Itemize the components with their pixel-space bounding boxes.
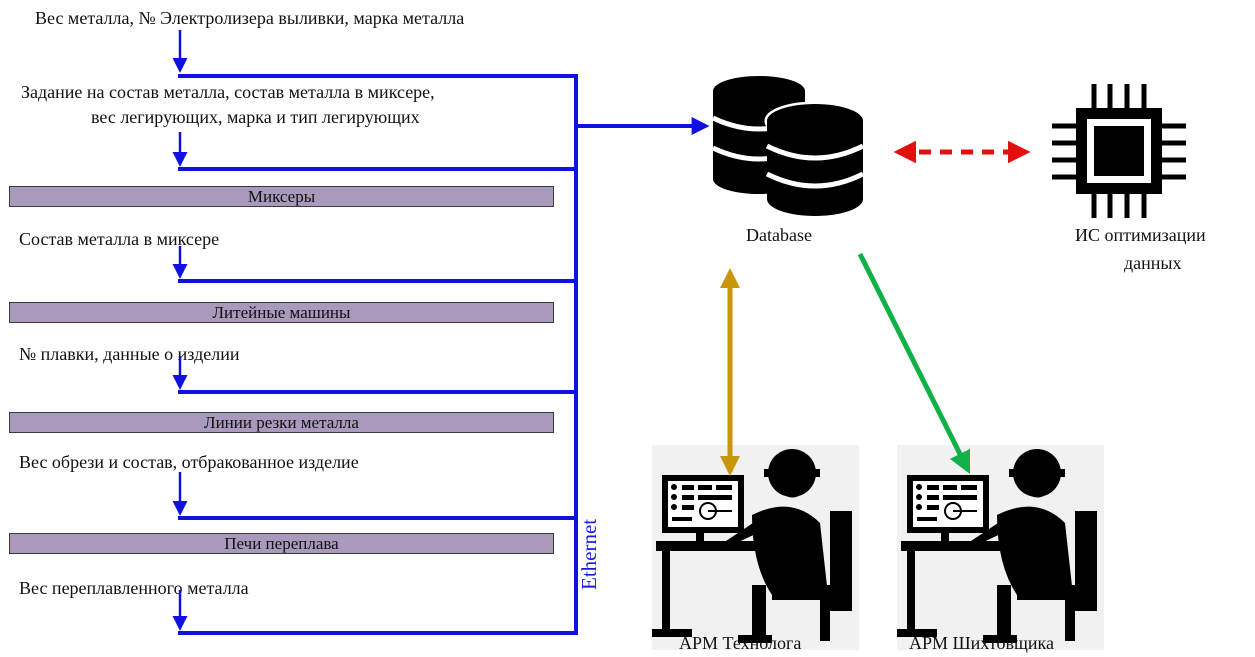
spec-label-line2: вес легирующих, марка и тип легирующих [91, 107, 420, 127]
section-bar-cutting: Линии резки металла [9, 412, 554, 433]
database-charger-arrow [857, 252, 971, 475]
database-icon [711, 76, 866, 216]
arm-charger-label: АРМ Шихтовщика [909, 633, 1054, 653]
spec-label-line1: Задание на состав металла, состав металл… [21, 82, 435, 102]
section-note-remelt: Вес переплавленного металла [19, 578, 249, 598]
operator-workstation-icon-2 [897, 445, 1104, 650]
section-note-cutting: Вес обрези и состав, отбракованное издел… [19, 452, 359, 472]
optimizer-label-line2: данных [1124, 253, 1182, 273]
section-note-casting: № плавки, данные о изделии [19, 344, 240, 364]
section-note-mixers: Состав металла в миксере [19, 229, 220, 249]
ethernet-bus [178, 74, 578, 635]
section-bar-casting: Литейные машины [9, 302, 554, 323]
database-label: Database [746, 225, 812, 245]
top-input-label: Вес металла, № Электролизера выливки, ма… [35, 8, 465, 28]
chip-icon [1052, 84, 1186, 218]
optimizer-label-line1: ИС оптимизации [1075, 225, 1206, 245]
arm-technologist-label: АРМ Технолога [679, 633, 802, 653]
section-bar-remelt: Печи переплава [9, 533, 554, 554]
operator-workstation-icon [652, 445, 859, 650]
section-bar-mixers: Миксеры [9, 186, 554, 207]
